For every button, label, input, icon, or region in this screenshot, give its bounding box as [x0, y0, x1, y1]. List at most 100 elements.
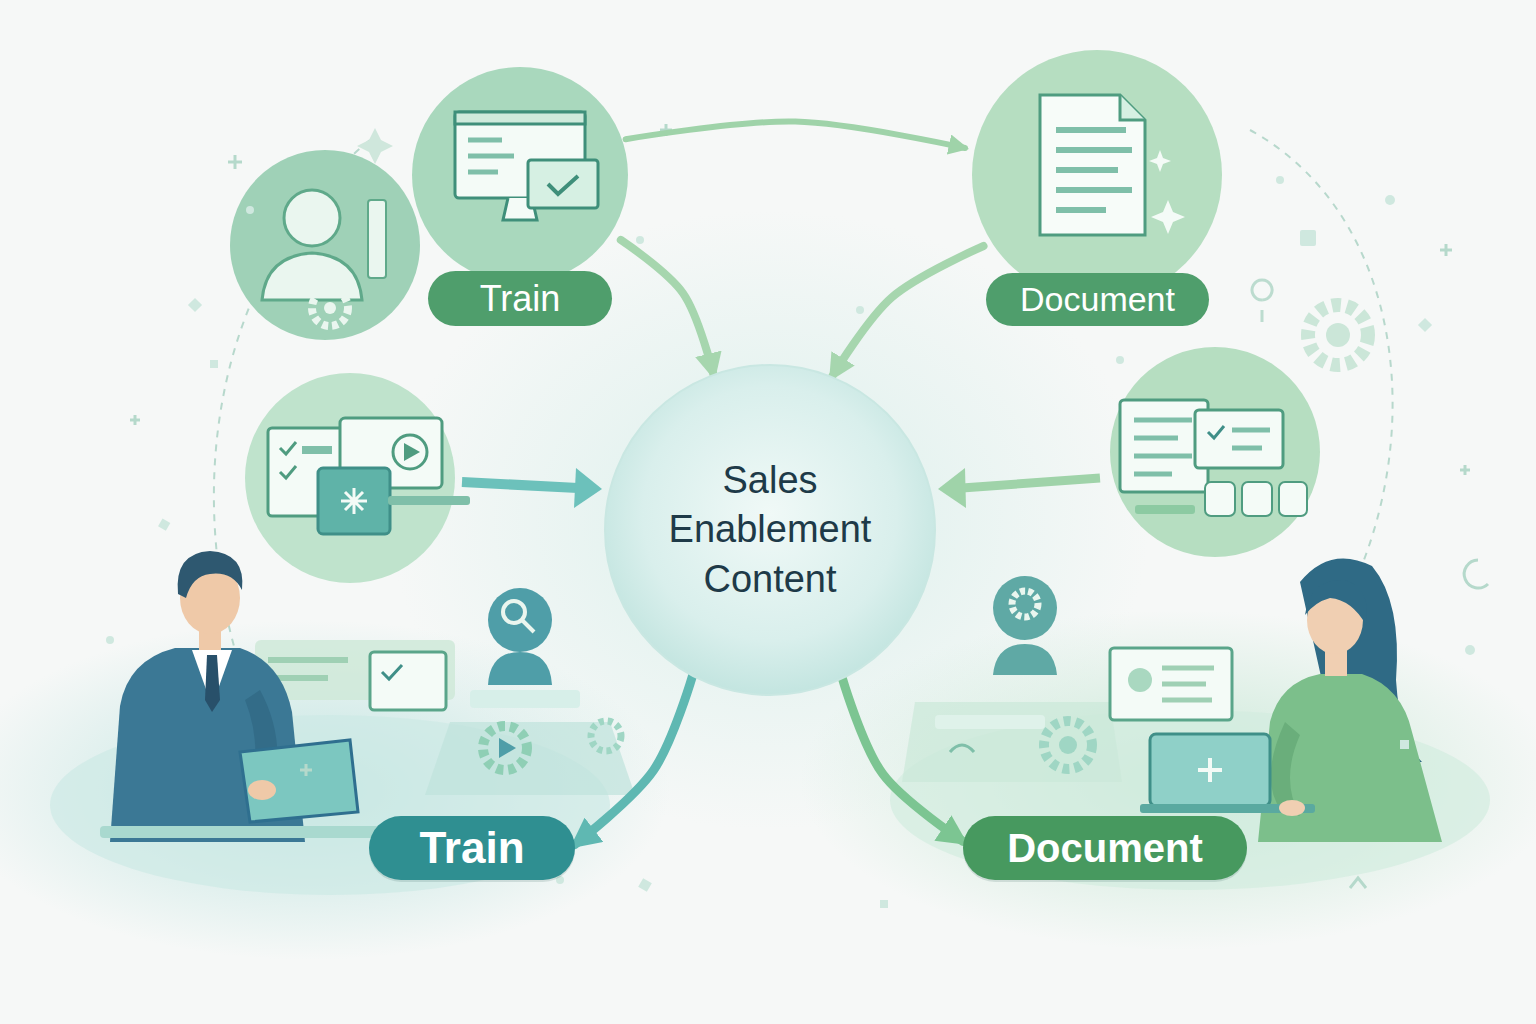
monitor-icon-part [548, 176, 578, 194]
sparkles-part [228, 155, 242, 169]
sparkles-part [1350, 878, 1366, 888]
right-workspace-part [1059, 736, 1077, 754]
flow-arrow [832, 246, 984, 377]
train-step-circle: Train [400, 65, 640, 330]
hub-title: Sales Enablement Content [650, 456, 890, 604]
monitor-icon-part [528, 160, 598, 208]
left-workspace-part [522, 620, 534, 632]
man-figure-part [205, 655, 220, 712]
document-icon [1040, 95, 1185, 235]
confetti-part [210, 360, 218, 368]
media-icon-circle-part [280, 442, 296, 478]
flow-arrow [842, 678, 963, 841]
sparkles-part [300, 764, 312, 776]
media-icon-circle-part [302, 446, 332, 454]
person-icon-circle-part [312, 290, 348, 326]
gear-icon-part [1252, 280, 1272, 322]
confetti-part [106, 636, 114, 644]
person-icon-circle-part [324, 302, 336, 314]
data-icon-circle-part [1232, 430, 1270, 448]
gear-icon-part [1308, 305, 1368, 365]
confetti-part [856, 306, 864, 314]
left-workspace-part [591, 721, 621, 751]
confetti-part [880, 900, 888, 908]
data-icon-circle-part [1135, 505, 1195, 514]
woman-figure-part [1198, 758, 1222, 782]
monitor-icon-part [455, 112, 585, 124]
sparkles-part [1464, 560, 1488, 588]
right-workspace-part [993, 644, 1057, 675]
gear-icon [1252, 280, 1368, 365]
flow-arrow [575, 676, 693, 845]
confetti-part [556, 876, 564, 884]
right-workspace-part [1162, 668, 1214, 700]
sparkles [130, 124, 1488, 888]
data-icon-circle-part [1134, 420, 1192, 474]
confetti-part [188, 298, 202, 312]
confetti-part [1465, 645, 1475, 655]
side-arrow-part [574, 468, 602, 508]
soft-glow-part [800, 610, 1536, 950]
connector-group [575, 122, 984, 845]
left-workspace-part [483, 726, 527, 770]
left-workspace-part [470, 690, 580, 708]
left-workspace-part [499, 738, 516, 758]
right-workspace-part [993, 576, 1057, 640]
data-icon-circle-part [1110, 347, 1320, 557]
document-step-circle: Document [965, 50, 1230, 330]
monitor-icon-part [468, 140, 514, 172]
side-arrow-part [938, 468, 966, 508]
right-workspace-part [1110, 648, 1232, 720]
data-icon-circle-part [1205, 482, 1307, 516]
right-workspace-part [950, 745, 974, 752]
woman-figure-part [1150, 734, 1270, 806]
flow-arrow [626, 122, 965, 148]
woman-figure-part [1258, 674, 1442, 842]
person-icon-circle-part [230, 150, 420, 340]
media-icon-circle-part [388, 496, 470, 505]
side-arrow-part [462, 482, 578, 488]
sparkles-part [130, 415, 140, 425]
step-pill-label: Document [986, 273, 1209, 326]
sparkles-part [1440, 244, 1452, 256]
confetti-part [638, 878, 652, 892]
sparkles-part [1460, 465, 1470, 475]
step-circle-fill [412, 67, 628, 283]
media-icon-circle-part [404, 443, 420, 461]
left-workspace-part [382, 665, 402, 679]
side-arrow-part [962, 478, 1100, 488]
document-icon-part [1040, 95, 1145, 235]
sparkles-part [660, 124, 672, 136]
right-workspace-part [902, 702, 1122, 782]
left-workspace-part [370, 652, 446, 710]
data-icon-circle-part [1208, 426, 1224, 438]
man-figure [100, 551, 380, 842]
monitor-icon-part [455, 112, 585, 198]
pill-label: Document [1007, 824, 1203, 872]
man-figure-part [100, 826, 380, 838]
woman-figure-part [1305, 580, 1367, 625]
left-workspace-part [488, 652, 552, 685]
document-icon-part [1151, 200, 1185, 234]
media-icon-circle-part [245, 373, 455, 583]
data-icon-circle-part-part [1205, 482, 1235, 516]
right-workspace-part [1044, 721, 1092, 769]
sparkles-part [357, 128, 393, 164]
right-workspace-part [1012, 591, 1038, 617]
left-workspace-part [488, 588, 552, 652]
confetti-part [1116, 356, 1124, 364]
left-workspace-part [268, 660, 348, 678]
flow-arrow [621, 240, 714, 375]
document-icon-part [1149, 150, 1171, 172]
left-workspace-part [503, 601, 525, 623]
person-icon-circle-part [368, 200, 386, 278]
confetti [106, 138, 1475, 908]
soft-glow [0, 210, 1536, 960]
person-icon-circle [230, 150, 420, 340]
data-icon-circle-part-part [1279, 482, 1307, 516]
gear-icon-part [1326, 323, 1350, 347]
data-icon-circle [1110, 347, 1320, 557]
confetti-part [1400, 740, 1409, 749]
media-icon-circle [245, 373, 470, 583]
